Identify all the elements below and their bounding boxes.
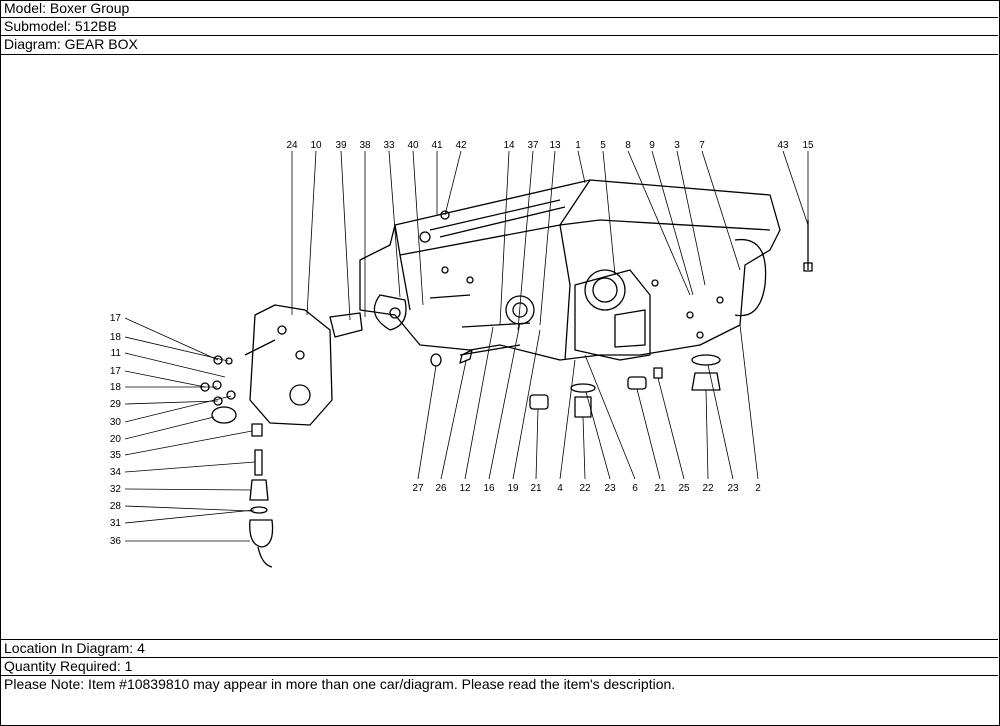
callout-label: 22 — [702, 483, 714, 494]
callout-label: 1 — [575, 140, 581, 151]
location-in-diagram: Location In Diagram: 4 — [0, 640, 998, 658]
submodel-label: Submodel: 512BB — [0, 18, 998, 36]
callout-label: 8 — [625, 140, 631, 151]
callout-label: 11 — [111, 348, 122, 359]
callout-label: 23 — [727, 483, 739, 494]
callout-label: 35 — [110, 450, 122, 461]
callouts-left: 17 18 11 17 18 29 30 20 35 34 32 28 31 3… — [110, 313, 122, 547]
callout-label: 23 — [604, 483, 616, 494]
callout-label: 15 — [802, 140, 814, 151]
callout-label: 25 — [678, 483, 690, 494]
callout-label: 27 — [412, 483, 424, 494]
callout-label: 18 — [110, 332, 122, 343]
callout-label: 20 — [110, 434, 122, 445]
callout-label: 10 — [310, 140, 322, 151]
callout-label: 5 — [600, 140, 606, 151]
exploded-parts-diagram: 24 10 39 38 33 40 41 42 14 37 13 1 5 8 9… — [0, 55, 998, 640]
callout-label: 39 — [335, 140, 347, 151]
callout-label: 29 — [110, 399, 122, 410]
callout-label: 21 — [654, 483, 666, 494]
callout-label: 14 — [503, 140, 515, 151]
callout-label: 21 — [530, 483, 542, 494]
model-label: Model: Boxer Group — [0, 0, 998, 18]
callout-label: 3 — [674, 140, 680, 151]
callout-label: 9 — [649, 140, 655, 151]
callout-label: 36 — [110, 536, 122, 547]
callout-label: 43 — [777, 140, 789, 151]
callout-label: 19 — [507, 483, 519, 494]
callout-label: 38 — [359, 140, 371, 151]
callout-label: 40 — [407, 140, 419, 151]
callout-label: 24 — [286, 140, 298, 151]
callout-label: 2 — [755, 483, 761, 494]
callout-label: 28 — [110, 501, 122, 512]
quantity-required: Quantity Required: 1 — [0, 658, 998, 676]
callout-label: 37 — [527, 140, 539, 151]
callout-label: 17 — [110, 313, 122, 324]
callout-label: 41 — [431, 140, 443, 151]
callout-label: 7 — [699, 140, 705, 151]
item-note: Please Note: Item #10839810 may appear i… — [4, 676, 676, 692]
callouts-top: 24 10 39 38 33 40 41 42 14 37 13 1 5 8 9… — [286, 140, 814, 151]
callout-label: 6 — [632, 483, 638, 494]
callout-label: 42 — [455, 140, 467, 151]
callout-label: 16 — [483, 483, 495, 494]
callout-label: 31 — [110, 518, 122, 529]
callout-label: 34 — [110, 467, 122, 478]
callout-label: 26 — [435, 483, 447, 494]
callout-label: 18 — [110, 382, 122, 393]
callout-label: 33 — [383, 140, 395, 151]
callout-label: 4 — [557, 483, 563, 494]
callout-label: 13 — [549, 140, 561, 151]
gearbox-drawing: 24 10 39 38 33 40 41 42 14 37 13 1 5 8 9… — [110, 140, 814, 568]
diagram-title: Diagram: GEAR BOX — [0, 36, 998, 55]
callout-label: 22 — [579, 483, 591, 494]
callout-label: 12 — [459, 483, 471, 494]
callout-label: 17 — [110, 366, 122, 377]
callouts-bottom: 27 26 12 16 19 21 4 22 23 6 21 25 22 23 … — [412, 483, 761, 494]
callout-label: 30 — [110, 417, 122, 428]
callout-label: 32 — [110, 484, 122, 495]
